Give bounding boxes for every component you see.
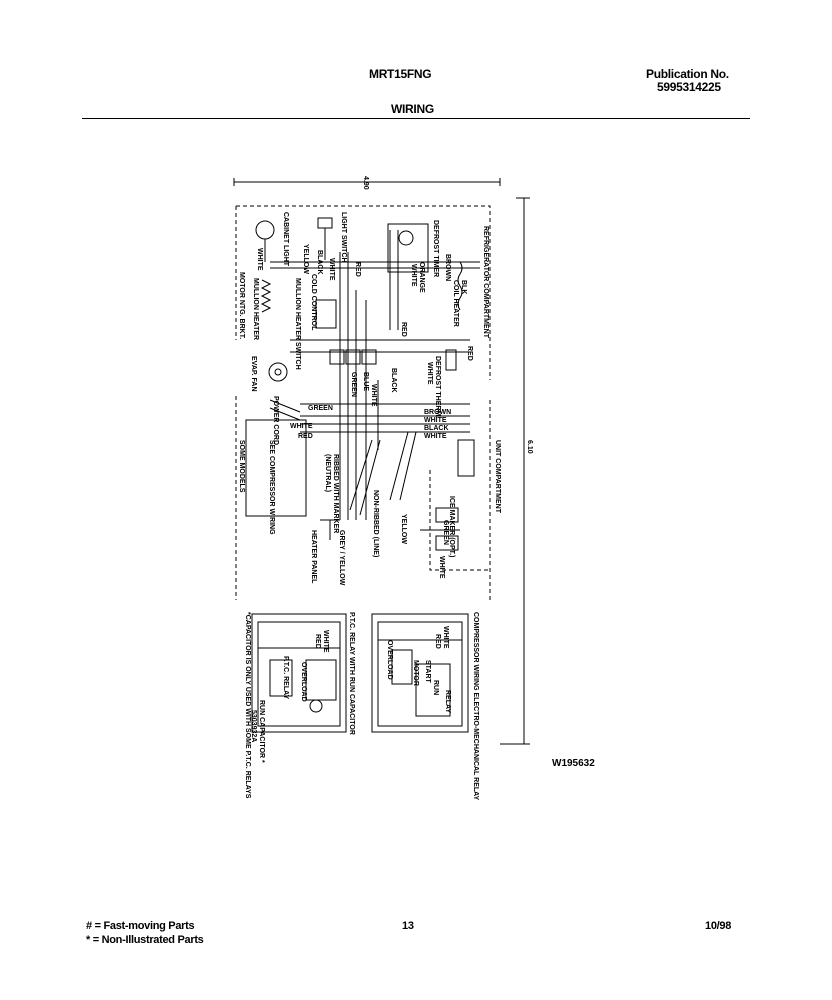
section-title: WIRING (391, 102, 434, 116)
label-em-relay: RELAY (444, 690, 451, 713)
label-grey-yellow: GREY / YELLOW (338, 530, 345, 586)
label-mullion-heater-switch: MULLION HEATER SWITCH (294, 278, 301, 370)
model-number: MRT15FNG (369, 67, 432, 81)
wire-orange-1: ORANGE (418, 262, 425, 293)
label-em-start: START (424, 660, 431, 684)
label-defrost-therm: DEFROST THERM. (434, 356, 441, 418)
page-number: 13 (402, 920, 414, 932)
wire-black-3: BLACK (424, 425, 449, 432)
wire-white-6: WHITE (290, 423, 313, 430)
wire-red-em: RED (434, 634, 441, 649)
dim-right: 6.10 (526, 440, 533, 454)
wire-white-7: WHITE (424, 417, 447, 424)
wire-blk-1: BLK (460, 280, 467, 294)
label-ptc-relay-title: P.T.C. RELAY WITH RUN CAPACITOR (348, 612, 355, 735)
label-capacitor-note: *CAPACITOR IS ONLY USED WITH SOME P.T.C.… (244, 612, 251, 799)
header-rule (82, 118, 750, 119)
wire-red-3: RED (466, 346, 473, 361)
wire-brown-2: BROWN (424, 409, 451, 416)
label-evap-fan: EVAP. FAN (250, 356, 257, 392)
label-em-motor: MOTOR (412, 660, 419, 686)
label-refrigerator-compartment: REFRIGERATOR COMPARTMENT (482, 226, 489, 339)
wire-white-8: WHITE (424, 433, 447, 440)
label-motor-mtg-bkt: MOTOR NTG. BRKT. (238, 272, 245, 339)
wire-white-1: WHITE (256, 248, 263, 271)
label-some-models: SOME MODELS (238, 440, 245, 493)
wire-green-1: GREEN (350, 372, 357, 397)
wire-white-5: WHITE (370, 384, 377, 407)
figure-code: W195632 (552, 758, 595, 769)
label-ribbed-with-marker: RIBBED WITH MARKER (332, 454, 339, 533)
wire-black-2: BLACK (390, 368, 397, 393)
wire-green-2: GREEN (308, 405, 333, 412)
wire-white-9: WHITE (438, 556, 445, 579)
label-ptc-relay: P.T.C. RELAY (282, 656, 289, 700)
label-coil-heater: COIL HEATER (452, 280, 459, 327)
wire-white-ptc: WHITE (322, 630, 329, 653)
label-unit-compartment: UNIT COMPARTMENT (494, 440, 501, 514)
wire-blue-1: BLUE (362, 372, 369, 391)
wire-yellow-1: YELLOW (302, 244, 309, 274)
publication-label: Publication No. (646, 67, 729, 81)
label-mullion-heater: MULLION HEATER (252, 278, 259, 340)
label-see-compressor-wiring: SEE COMPRESSOR WIRING (268, 440, 275, 535)
wire-brown-1: BROWN (444, 254, 451, 281)
publication-number: 5995314225 (657, 80, 721, 94)
label-ptc-part-no: 5303932A (250, 710, 257, 742)
wire-white-em: WHITE (442, 626, 449, 649)
label-neutral: (NEUTRAL) (324, 454, 331, 492)
label-light-switch: LIGHT SWITCH (340, 212, 347, 263)
wire-white-2: WHITE (328, 258, 335, 281)
revision-date: 10/98 (705, 920, 732, 932)
dim-top: 4.90 (362, 176, 369, 190)
label-electro-mech-title: COMPRESSOR WIRING ELECTRO-MECHANICAL REL… (472, 612, 479, 801)
label-defrost-timer: DEFROST TIMER (432, 220, 439, 277)
label-ptc-overload: OVERLOAD (300, 662, 307, 702)
label-non-ribbed: NON-RIBBED (LINE) (372, 490, 379, 557)
wire-white-3: WHITE (410, 264, 417, 287)
wire-red-2: RED (400, 322, 407, 337)
label-em-overload: OVERLOAD (386, 640, 393, 680)
label-run-capacitor: RUN CAPACITOR * (258, 700, 265, 763)
label-cabinet-light: CABINET LIGHT (282, 212, 289, 267)
legend-non-illustrated: * = Non-Illustrated Parts (86, 934, 204, 946)
wire-green-3: GREEN (442, 520, 449, 545)
label-heater-panel: HEATER PANEL (310, 530, 317, 584)
wire-white-4: WHITE (426, 362, 433, 385)
wire-black-1: BLACK (316, 250, 323, 275)
wire-red-1: RED (354, 262, 361, 277)
wire-red-4: RED (298, 433, 313, 440)
legend-fast-moving: # = Fast-moving Parts (86, 920, 195, 932)
wire-red-ptc: RED (314, 634, 321, 649)
label-em-run: RUN (432, 680, 439, 695)
wire-yellow-2: YELLOW (400, 514, 407, 544)
label-power-cord: POWER CORD (272, 396, 279, 445)
label-cold-control: COLD CONTROL (310, 274, 317, 331)
label-ice-maker: ICE MAKER (OPT.) (448, 496, 455, 557)
